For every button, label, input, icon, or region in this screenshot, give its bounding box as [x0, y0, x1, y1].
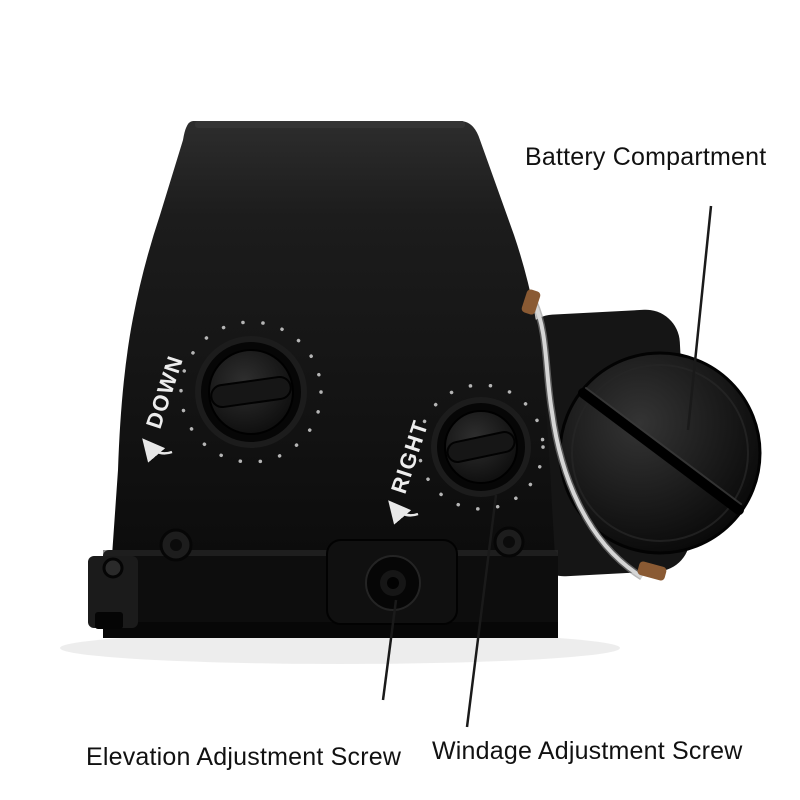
down-dial-slot-bar: [210, 375, 292, 409]
windage-label: Windage Adjustment Screw: [432, 737, 743, 765]
elevation-callout-line: [381, 599, 398, 701]
lanyard-clip-top: [521, 289, 541, 315]
elevation-label: Elevation Adjustment Screw: [86, 743, 402, 771]
elevation-screw-plate: [326, 539, 458, 625]
hood-top-highlight: [195, 121, 465, 128]
body-screw-left: [159, 528, 193, 562]
windage-dial-dot-ring: [417, 383, 545, 511]
lanyard-cable: [532, 301, 644, 579]
drop-shadow: [60, 632, 620, 664]
clamp-bolt: [102, 557, 124, 579]
rail-clamp: [88, 556, 138, 628]
right-arrow-icon: [388, 500, 419, 525]
lanyard-clip-bottom: [637, 561, 667, 581]
battery-cap-slot: [578, 388, 744, 515]
down-arrow-icon: [142, 438, 173, 463]
body-screw-right: [493, 526, 525, 558]
windage-callout-line: [465, 494, 498, 728]
battery-callout-line: [686, 205, 713, 431]
windage-dial: [417, 383, 545, 511]
down-dial-dot-ring: [179, 320, 323, 464]
windage-dial-slot-bar: [446, 431, 516, 463]
battery-label: Battery Compartment: [525, 143, 767, 171]
down-dial: [179, 320, 323, 464]
